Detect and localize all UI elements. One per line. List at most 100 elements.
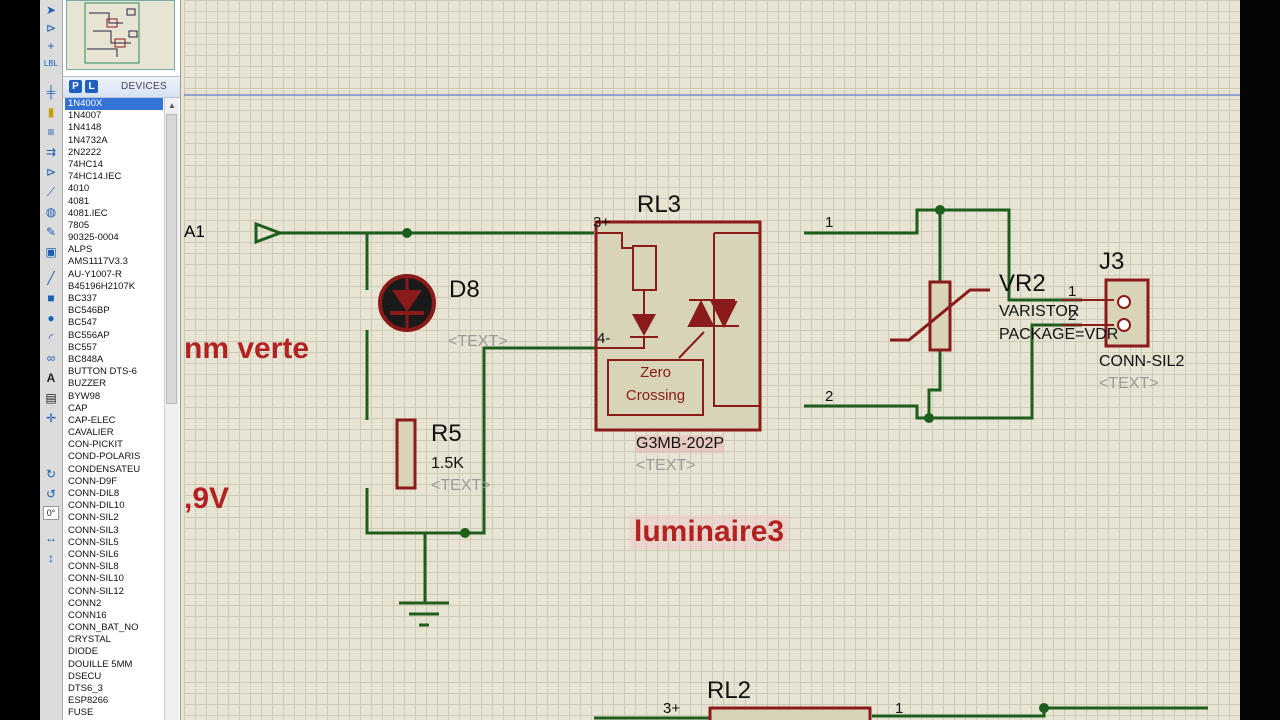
net-label-luminaire3[interactable]: luminaire3: [630, 515, 789, 549]
device-list-item[interactable]: CAP: [68, 402, 88, 414]
rotate-ccw-icon[interactable]: ↺: [45, 487, 57, 501]
device-list-item[interactable]: DIODE: [68, 646, 99, 658]
device-list-item[interactable]: CAVALIER: [68, 427, 114, 439]
device-list-item[interactable]: BYW98: [68, 390, 101, 402]
device-list-item[interactable]: CONN-SIL2: [68, 512, 119, 524]
led-d8[interactable]: [378, 274, 436, 332]
device-list-item[interactable]: CAP-ELEC: [68, 414, 116, 426]
device-list-item[interactable]: B45196H2107K: [68, 280, 136, 292]
net-label-verte[interactable]: nm verte: [184, 332, 310, 365]
text-icon[interactable]: A: [46, 371, 56, 385]
rl3-text-placeholder[interactable]: <TEXT>: [636, 457, 696, 474]
instrument-icon[interactable]: ▣: [45, 245, 57, 259]
overview-window[interactable]: [66, 0, 175, 70]
probe-icon[interactable]: ✎: [45, 225, 57, 239]
schematic-canvas[interactable]: A1 nm verte ,9V D8 <TEXT> R5 1.5K <TEXT>…: [184, 0, 1240, 720]
r5-reference[interactable]: R5: [431, 420, 462, 447]
device-list-item[interactable]: ESP8266: [68, 695, 109, 707]
device-list-item[interactable]: CONN-DIL10: [68, 500, 125, 512]
rl3-reference[interactable]: RL3: [637, 191, 682, 218]
device-list-item[interactable]: 1N400X: [65, 98, 163, 111]
device-list-item[interactable]: BC547: [68, 317, 98, 329]
device-list-item[interactable]: CONN-DIL8: [68, 488, 120, 499]
device-list-item[interactable]: CONN2: [68, 597, 102, 609]
device-list-item[interactable]: FUSE: [68, 707, 94, 719]
generator-icon[interactable]: ◍: [45, 205, 57, 219]
device-list-item[interactable]: ALPS: [68, 244, 93, 256]
device-list-item[interactable]: BC337: [68, 293, 98, 304]
device-list-item[interactable]: AMS1117V3.3: [68, 256, 128, 268]
device-list-item[interactable]: BUTTON DTS-6: [68, 366, 137, 378]
mirror-horizontal-icon[interactable]: ↔: [45, 531, 57, 545]
device-list-item[interactable]: 4081.IEC: [68, 207, 108, 219]
device-list-item[interactable]: CONN-SIL6: [68, 548, 119, 560]
relay-rl3[interactable]: [594, 220, 762, 432]
pointer-icon[interactable]: ➤: [45, 3, 57, 17]
vr2-value[interactable]: VARISTOR: [999, 303, 1080, 320]
device-list-item[interactable]: CONN_BAT_NO: [68, 622, 139, 634]
device-list-scrollbar[interactable]: ▲: [164, 98, 179, 720]
device-list-item[interactable]: CON-PICKIT: [68, 439, 123, 451]
rotation-angle-field[interactable]: 0°: [43, 506, 59, 520]
device-list-item[interactable]: CONN-SIL10: [68, 573, 124, 585]
pin-icon[interactable]: ⇉: [45, 145, 57, 159]
tape-icon[interactable]: ⟋: [46, 185, 56, 199]
device-list-item[interactable]: CRYSTAL: [68, 634, 111, 646]
device-list-item[interactable]: 1N4007: [68, 110, 102, 122]
wire-vr2-bottom[interactable]: [927, 350, 942, 418]
device-list-item[interactable]: CONN16: [68, 609, 107, 621]
device-list-item[interactable]: 4081: [68, 195, 90, 207]
subcircuit-icon[interactable]: ▮: [47, 105, 55, 119]
vr2-package[interactable]: PACKAGE=VDR: [999, 326, 1119, 343]
device-list-item[interactable]: 90325-0004: [68, 232, 119, 244]
symbol-icon[interactable]: ▤: [45, 391, 57, 405]
scroll-thumb[interactable]: [166, 114, 177, 404]
scroll-up-icon[interactable]: ▲: [168, 101, 176, 110]
varistor-vr2[interactable]: [890, 280, 990, 352]
box-icon[interactable]: ■: [47, 291, 55, 305]
wire-rl3-pin1[interactable]: [804, 208, 1082, 302]
wire-r5-rl3[interactable]: [365, 346, 596, 535]
device-list-item[interactable]: 4010: [68, 183, 90, 195]
rotate-cw-icon[interactable]: ↻: [45, 467, 57, 481]
device-list-item[interactable]: 2N2222: [68, 146, 102, 158]
arc-icon[interactable]: ◜: [48, 331, 54, 345]
device-list-item[interactable]: CONN-SIL8: [68, 561, 119, 573]
rl2-reference[interactable]: RL2: [707, 677, 752, 704]
device-list-item[interactable]: DSECU: [68, 670, 102, 682]
rl3-part-number[interactable]: G3MB-202P: [636, 435, 725, 453]
device-list-item[interactable]: AU-Y1007-R: [68, 268, 122, 280]
bus-icon[interactable]: ╪: [46, 85, 56, 99]
wire-rl3-pin2[interactable]: [804, 323, 1082, 420]
marker-icon[interactable]: ✛: [45, 411, 57, 425]
component-mode-icon[interactable]: ⊳: [45, 21, 57, 35]
device-list-item[interactable]: 1N4732A: [68, 134, 108, 146]
relay-rl2[interactable]: [708, 706, 872, 720]
resistor-r5[interactable]: [395, 418, 417, 490]
graph-icon[interactable]: ⊳: [45, 165, 57, 179]
connector-j3[interactable]: [1062, 278, 1150, 348]
terminal-a1[interactable]: [254, 221, 285, 245]
j3-text-placeholder[interactable]: <TEXT>: [1099, 375, 1159, 392]
mirror-vertical-icon[interactable]: ↕: [48, 551, 54, 565]
device-list-item[interactable]: BC557: [68, 341, 98, 353]
device-list-item[interactable]: CONN-SIL3: [68, 524, 119, 536]
device-list-item[interactable]: 74HC14: [68, 158, 103, 170]
vr2-reference[interactable]: VR2: [999, 270, 1046, 297]
device-list-item[interactable]: CONN-SIL12: [68, 585, 124, 597]
device-list-item[interactable]: BC546BP: [68, 305, 110, 317]
device-list-item[interactable]: BUZZER: [68, 378, 106, 390]
device-list-item[interactable]: 1N4148: [68, 122, 102, 134]
device-list-item[interactable]: 7805: [68, 219, 90, 231]
d8-text-placeholder[interactable]: <TEXT>: [448, 333, 508, 350]
wire-label-icon[interactable]: LBL: [43, 59, 59, 68]
path-icon[interactable]: ∞: [46, 351, 56, 365]
device-list-item[interactable]: CONN-D9F: [68, 475, 118, 487]
device-list-item[interactable]: CONN-SIL5: [68, 536, 119, 548]
device-list-item[interactable]: DTS6_3: [68, 683, 103, 694]
j3-value[interactable]: CONN-SIL2: [1099, 353, 1185, 370]
device-list-item[interactable]: BC848A: [68, 353, 104, 365]
j3-reference[interactable]: J3: [1099, 248, 1125, 275]
junction-icon[interactable]: +: [47, 39, 55, 53]
